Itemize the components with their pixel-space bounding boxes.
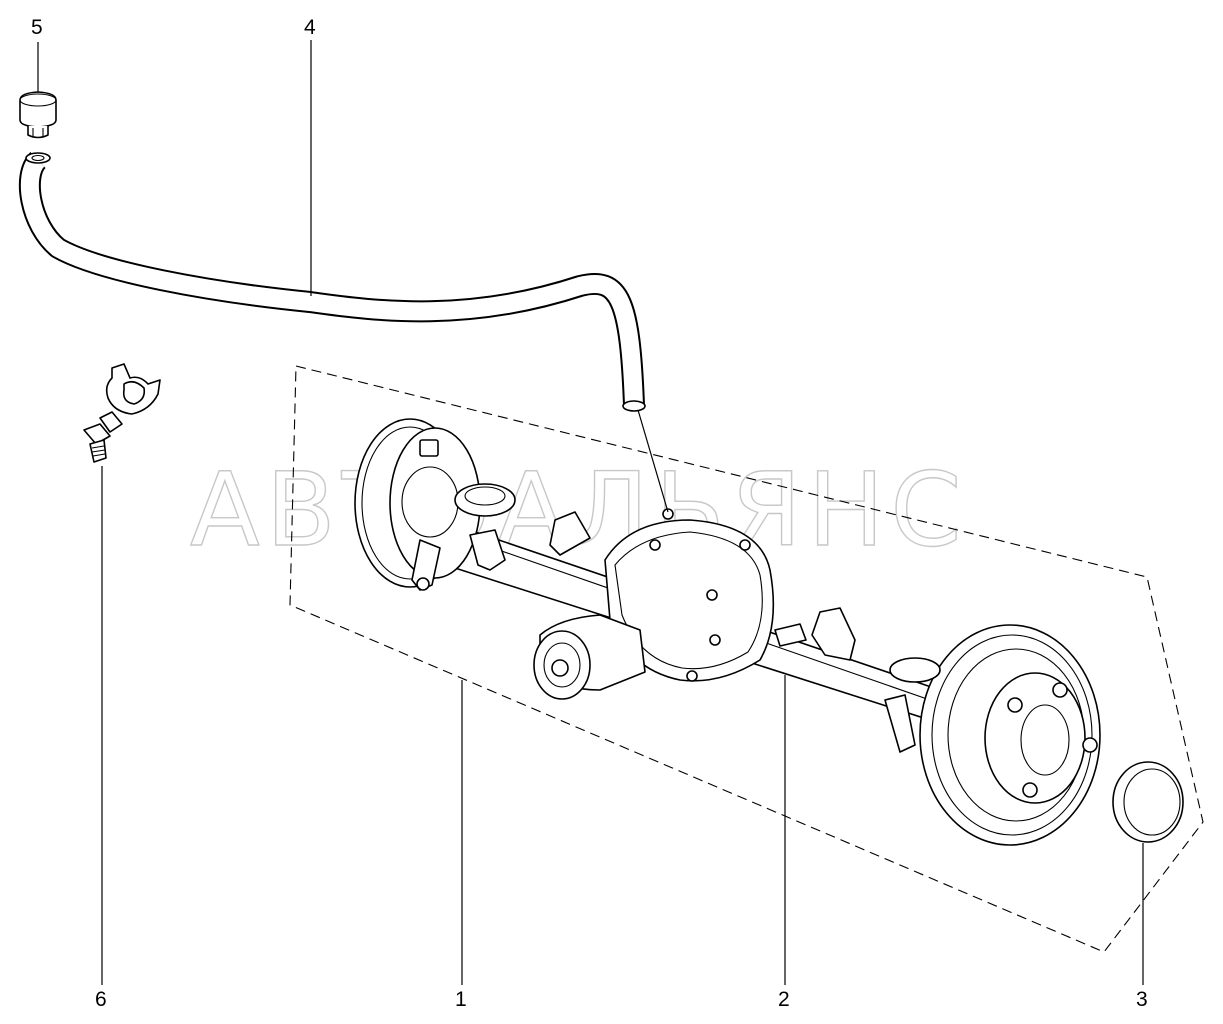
right-brake-drum: [884, 624, 1101, 846]
callout-3: 3: [1136, 988, 1148, 1011]
hose-clip: [83, 363, 161, 463]
callout-1: 1: [455, 988, 467, 1011]
callout-2: 2: [778, 988, 790, 1011]
spring-bracket-right: [811, 607, 856, 661]
rod-mount: [774, 623, 807, 647]
shock-bracket-left: [549, 511, 591, 556]
spring-bracket-left: [469, 529, 506, 571]
callout-5: 5: [31, 16, 43, 39]
breather-cap: [19, 91, 57, 139]
watermark-text: АВТОАЛЬЯНС: [190, 451, 968, 570]
hub-dust-cap: [1112, 761, 1184, 843]
leader-4-breather: [637, 409, 669, 513]
axle-housing: [533, 508, 775, 700]
assembly-boundary: [289, 365, 1204, 953]
left-brake-drum: [354, 418, 516, 591]
rear-axle-assembly: [354, 418, 1101, 846]
breather-hose: [18, 151, 646, 412]
callout-6: 6: [95, 988, 107, 1011]
callout-4: 4: [304, 16, 316, 39]
